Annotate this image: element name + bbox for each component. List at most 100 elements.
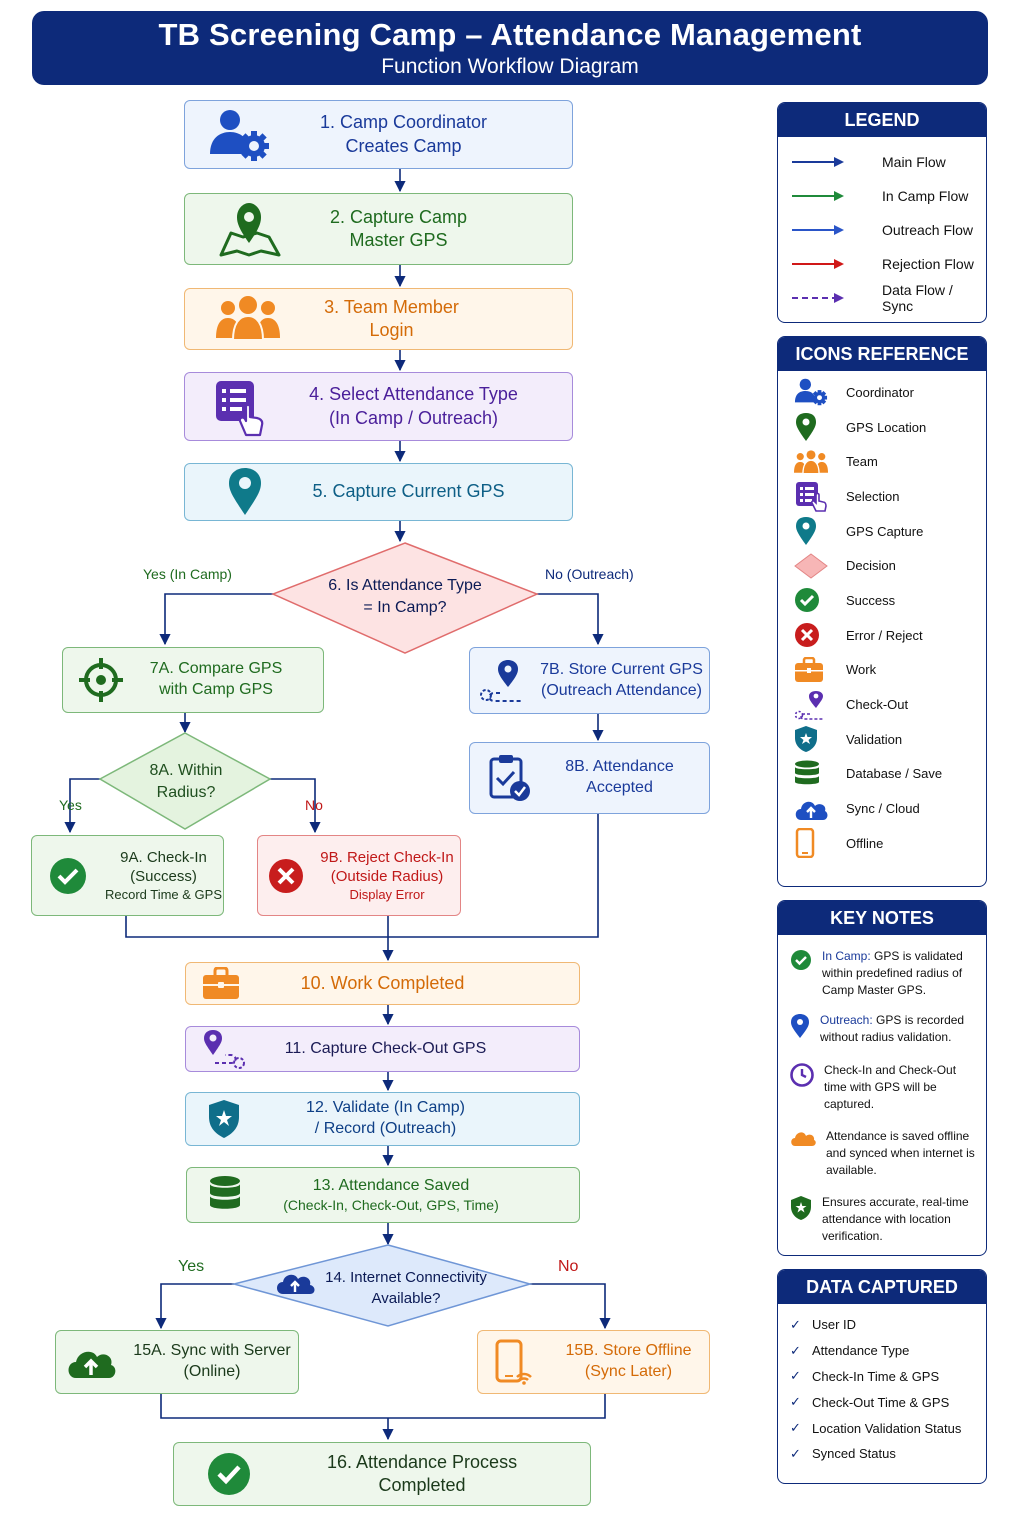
gps-location-icon [185, 199, 315, 259]
icon-ref-label: Coordinator [846, 384, 914, 400]
legend-label: Outreach Flow [882, 222, 974, 238]
step-9b-line3: Display Error [349, 886, 425, 902]
icon-ref-label: Team [846, 454, 878, 470]
step-8b-line1: 8B. Attendance [565, 758, 674, 776]
data-captured-item: ✓Synced Status [778, 1441, 986, 1467]
step-2-capture-master-gps[interactable]: 2. Capture Camp Master GPS [184, 193, 573, 265]
icon-ref-label: Check-Out [846, 697, 909, 713]
icon-ref-item: Offline [778, 826, 986, 861]
step-11-line1: 11. Capture Check-Out GPS [284, 1039, 487, 1057]
branch-label-yes-radius: Yes [59, 797, 82, 813]
step-7b-store-gps[interactable]: 7B. Store Current GPS (Outreach Attendan… [469, 647, 710, 714]
icon-ref-item: Decision [778, 548, 986, 583]
step-15a-line1: 15A. Sync with Server [133, 1342, 291, 1360]
step-7a-compare-gps[interactable]: 7A. Compare GPS with Camp GPS [62, 647, 324, 713]
legend-label: Main Flow [882, 154, 946, 170]
success-icon [794, 585, 828, 615]
branch-label-yes-internet: Yes [178, 1258, 205, 1275]
step-15b-store-offline[interactable]: 15B. Store Offline (Sync Later) [477, 1330, 710, 1394]
legend-item: In Camp Flow [778, 179, 986, 213]
data-captured-item: ✓Check-Out Time & GPS [778, 1389, 986, 1415]
step-12-line2: / Record (Outreach) [314, 1120, 457, 1137]
decision-6-line2: = In Camp? [363, 599, 447, 617]
key-note-lead: Outreach: [820, 1013, 873, 1027]
cloud-upload-icon [56, 1344, 126, 1380]
data-captured-item: ✓Location Validation Status [778, 1415, 986, 1441]
shield-icon [790, 1194, 812, 1226]
step-9a-line2: (Success) [130, 868, 197, 886]
merge-line-15 [160, 1394, 606, 1419]
phone-icon [794, 828, 828, 859]
cloud-icon [790, 1128, 816, 1152]
error-icon [794, 620, 828, 650]
success-icon [790, 948, 812, 976]
gps-capture-icon [185, 467, 305, 517]
step-8b-attendance-accepted[interactable]: 8B. Attendance Accepted [469, 742, 710, 814]
phone-icon [478, 1339, 548, 1385]
step-9a-line3: Record Time & GPS [104, 886, 223, 902]
icon-ref-label: Sync / Cloud [846, 801, 920, 817]
gps-location-icon [794, 412, 828, 442]
data-captured-item: ✓Check-In Time & GPS [778, 1364, 986, 1390]
key-note-item: In Camp: GPS is validated within predefi… [778, 948, 986, 1012]
clipboard-check-icon [470, 753, 550, 803]
step-10-work-completed[interactable]: 10. Work Completed [185, 962, 580, 1005]
step-2-line1: 2. Capture Camp [329, 206, 468, 227]
step-15a-sync-server[interactable]: 15A. Sync with Server (Online) [55, 1330, 299, 1394]
step-12-validate-record[interactable]: 12. Validate (In Camp) / Record (Outreac… [185, 1092, 580, 1146]
decision-label-14: 14. Internet Connectivity Available? [306, 1267, 506, 1309]
step-10-line1: 10. Work Completed [300, 972, 465, 993]
step-12-line1: 12. Validate (In Camp) [306, 1099, 465, 1117]
legend-label: Rejection Flow [882, 256, 974, 272]
gps-pin-icon [790, 1012, 810, 1044]
decision-14-line1: 14. Internet Connectivity [325, 1269, 487, 1286]
icons-reference-title: ICONS REFERENCE [778, 337, 986, 371]
key-note-item: Attendance is saved offline and synced w… [778, 1128, 986, 1194]
step-16-process-completed[interactable]: 16. Attendance Process Completed [173, 1442, 591, 1506]
briefcase-icon [794, 655, 828, 685]
step-5-capture-gps[interactable]: 5. Capture Current GPS [184, 463, 573, 521]
database-icon [794, 759, 828, 789]
step-9a-line1: 9A. Check-In [120, 848, 207, 866]
data-captured-item: ✓User ID [778, 1312, 986, 1338]
key-note-text: In Camp: GPS is validated within predefi… [822, 948, 980, 998]
diagram-header: TB Screening Camp – Attendance Managemen… [32, 11, 988, 85]
arrow-14-15b [530, 1283, 611, 1330]
check-out-icon [186, 1029, 262, 1069]
step-3-team-login[interactable]: 3. Team Member Login [184, 288, 573, 350]
key-note-item: Check-In and Check-Out time with GPS wil… [778, 1062, 986, 1128]
step-13-attendance-saved[interactable]: 13. Attendance Saved (Check-In, Check-Ou… [186, 1167, 580, 1223]
data-captured-label: Check-Out Time & GPS [812, 1394, 950, 1410]
step-7a-line1: 7A. Compare GPS [149, 660, 283, 678]
icon-ref-label: Selection [846, 488, 900, 504]
step-4-select-type[interactable]: 4. Select Attendance Type (In Camp / Out… [184, 372, 573, 441]
icon-ref-item: Check-Out [778, 687, 986, 722]
check-icon: ✓ [790, 1445, 801, 1461]
step-8b-line2: Accepted [586, 779, 653, 796]
step-5-line1: 5. Capture Current GPS [312, 481, 505, 502]
check-out-icon [470, 659, 534, 703]
key-note-body: GPS is validated within predefined radiu… [822, 949, 963, 997]
key-note-body: GPS is recorded without radius validatio… [820, 1013, 965, 1044]
icon-ref-item: Error / Reject [778, 618, 986, 653]
step-9b-reject-check-in[interactable]: 9B. Reject Check-In (Outside Radius) Dis… [257, 835, 461, 916]
step-7b-line1: 7B. Store Current GPS [540, 660, 703, 678]
icons-reference-panel: ICONS REFERENCE Coordinator GPS Location… [777, 336, 987, 887]
key-notes-title: KEY NOTES [778, 901, 986, 935]
icon-ref-item: Work [778, 653, 986, 688]
legend-item: Data Flow / Sync [778, 281, 986, 315]
step-1-create-camp[interactable]: 1. Camp Coordinator Creates Camp [184, 100, 573, 169]
diagram-title: TB Screening Camp – Attendance Managemen… [158, 17, 862, 52]
check-icon: ✓ [790, 1342, 801, 1358]
legend-label: In Camp Flow [882, 188, 969, 204]
icon-ref-item: GPS Capture [778, 514, 986, 549]
step-9a-check-in-success[interactable]: 9A. Check-In (Success) Record Time & GPS [31, 835, 224, 916]
decision-14-line2: Available? [371, 1290, 441, 1307]
decision-6-line1: 6. Is Attendance Type [328, 577, 482, 594]
gps-capture-icon [794, 516, 828, 546]
coordinator-icon [794, 377, 828, 407]
decision-8a-line1: 8A. Within [149, 762, 223, 779]
icon-ref-label: Offline [846, 835, 884, 851]
step-11-capture-checkout-gps[interactable]: 11. Capture Check-Out GPS [185, 1026, 580, 1072]
step-13-line2: (Check-In, Check-Out, GPS, Time) [283, 1197, 499, 1214]
